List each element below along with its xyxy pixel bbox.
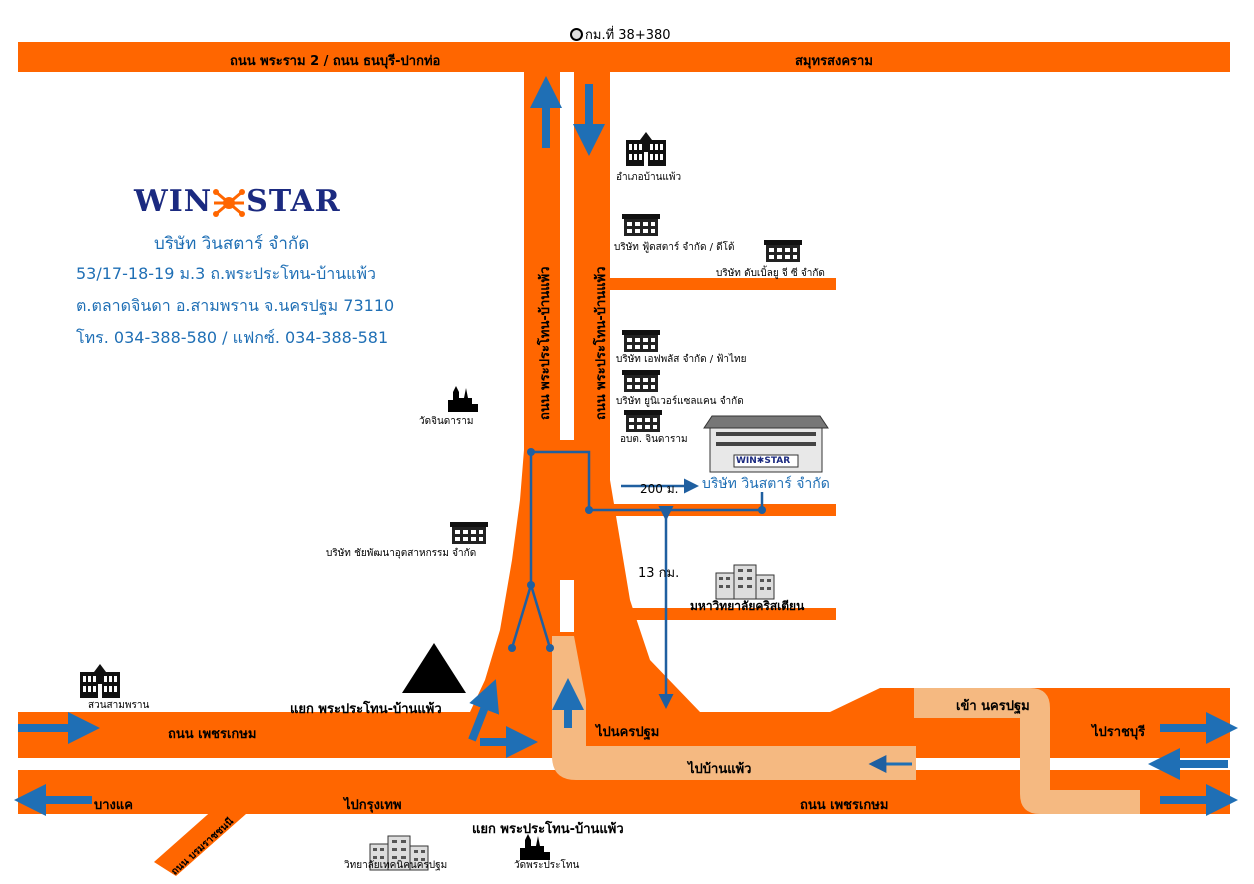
label-winstar-building: บริษัท วินสตาร์ จำกัด	[702, 476, 830, 492]
label-universal: บริษัท ยูนิเวอร์แซลแคน จำกัด	[616, 396, 744, 407]
junction-triangle	[402, 643, 466, 693]
label-wat-phra-prathon: วัดพระประโทน	[514, 860, 580, 871]
distance-200m: 200 ม.	[640, 482, 679, 496]
logo-text-left: WIN	[134, 184, 213, 219]
route-dots	[508, 448, 766, 652]
christian-university-icon	[715, 564, 775, 600]
label-tech-college: วิทยาลัยเทคนิคนครปฐม	[344, 860, 448, 871]
label-to-ratchaburi: ไปราชบุรี	[1092, 725, 1146, 740]
company-name: บริษัท วินสตาร์ จำกัด	[154, 234, 310, 254]
chaiphat-building-icon	[450, 522, 488, 544]
label-chaiphat: บริษัท ชัยพัฒนาอุตสาหกรรม จำกัด	[326, 548, 477, 559]
company-address-2: ต.ตลาดจินดา อ.สามพราน จ.นครปฐม 73110	[76, 296, 395, 315]
junction-label-lower: แยก พระประโทน-บ้านแพ้ว	[472, 822, 624, 837]
wat-chindaram-icon	[448, 386, 478, 412]
ramp-enter-nakhon-pathom	[914, 688, 1140, 814]
winstar-logo: WIN STAR	[134, 184, 341, 219]
logo-text-right: STAR	[246, 184, 341, 219]
sao-building-icon	[624, 410, 662, 432]
wgc-building-icon	[764, 240, 802, 262]
label-district-office: อำเภอบ้านแพ้ว	[616, 172, 682, 183]
universal-building-icon	[622, 370, 660, 392]
winstar-sign: WIN✱STAR	[736, 456, 791, 466]
road-label-rama2: ถนน พระราม 2 / ถนน ธนบุรี-ปากท่อ	[230, 54, 441, 69]
road-median	[560, 580, 574, 632]
side-road	[610, 278, 836, 290]
road-borommaratchachonnani	[154, 800, 246, 876]
label-wat-chindaram: วัดจินดาราม	[419, 416, 474, 427]
label-suan-sampran: สวนสามพราน	[88, 700, 150, 711]
traffic-arrows	[14, 76, 1238, 816]
road-rama2	[18, 42, 1230, 72]
road-label-petchkasem-upper: ถนน เพชรเกษม	[168, 727, 257, 742]
distance-13km: 13 กม.	[638, 566, 680, 581]
label-enter-nakhon-pathom: เข้า นครปฐม	[956, 699, 1030, 714]
label-to-ban-phaeo: ไปบ้านแพ้ว	[688, 762, 752, 777]
road-median	[560, 72, 574, 440]
road-median	[18, 758, 552, 770]
road-label-vertical-left: ถนน พระประโทน-บ้านแพ้ว	[538, 266, 553, 420]
fplus-building-icon	[622, 330, 660, 352]
label-sao: อบต. จินดาราม	[620, 434, 688, 445]
winstar-factory-icon	[703, 415, 829, 473]
road-phra-prathon-ban-phaeo	[470, 72, 700, 712]
label-wgc: บริษัท ดับเบิ้ลยู จี ซี จำกัด	[716, 268, 825, 279]
label-christian-university: มหาวิทยาลัยคริสเตียน	[690, 599, 805, 613]
company-phone: โทร. 034-388-580 / แฟกซ์. 034-388-581	[76, 328, 389, 347]
junction-label-upper: แยก พระประโทน-บ้านแพ้ว	[290, 702, 442, 717]
suan-sampran-icon	[80, 664, 120, 698]
km-marker: กม.ที่ 38+380	[570, 24, 671, 45]
label-fplus: บริษัท เอฟพลัส จำกัด / ฟ้าไทย	[616, 354, 747, 365]
label-to-bangkok: ไปกรุงเทพ	[344, 798, 402, 813]
foodstar-building-icon	[622, 214, 660, 236]
district-office-icon	[626, 132, 666, 166]
km-marker-icon	[570, 28, 583, 41]
label-to-nakhon-pathom: ไปนครปฐม	[596, 725, 660, 740]
label-bang-khae: บางแค	[94, 798, 133, 813]
road-label-samut-songkhram: สมุทรสงคราม	[795, 54, 873, 69]
company-address-1: 53/17-18-19 ม.3 ถ.พระประโทน-บ้านแพ้ว	[76, 264, 376, 283]
star-molecule-icon	[213, 189, 246, 217]
road-label-petchkasem-lower: ถนน เพชรเกษม	[800, 798, 889, 813]
road-label-vertical-right: ถนน พระประโทน-บ้านแพ้ว	[594, 266, 609, 420]
label-foodstar: บริษัท ฟู้ดสตาร์ จำกัด / ดีโด้	[614, 242, 735, 253]
